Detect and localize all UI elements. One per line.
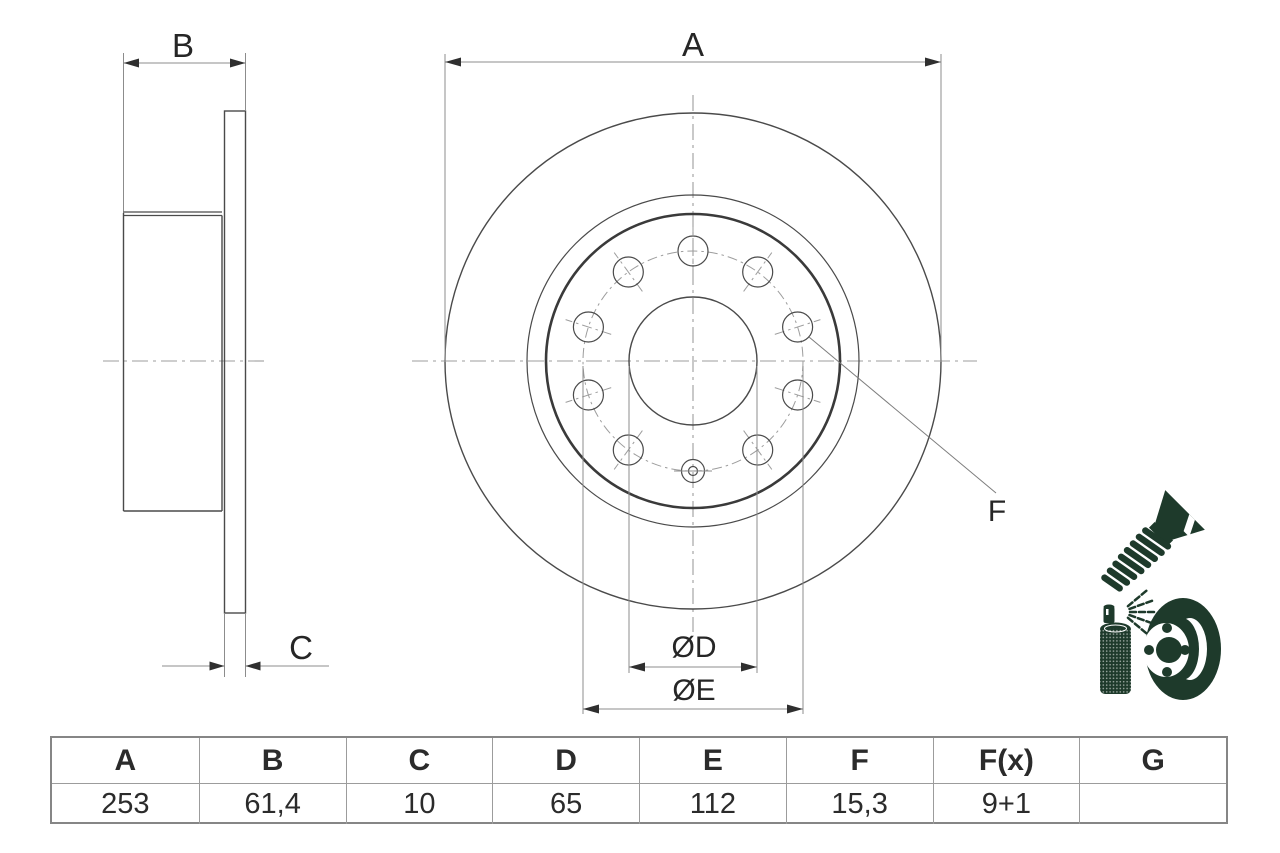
bolt-hole-radial-marks xyxy=(565,227,821,470)
screw-icon xyxy=(1101,490,1205,592)
table-header-Fx: F(x) xyxy=(932,738,1080,783)
table-header-E: E xyxy=(639,738,786,783)
table-value-F: 15,3 xyxy=(785,784,933,824)
spray-mist-icon xyxy=(1126,589,1156,635)
spec-table: A B C D E F F(x) G 253 61,4 10 65 112 15… xyxy=(50,736,1228,824)
disc-plate-section xyxy=(223,110,247,614)
spray-can-hub-icon xyxy=(1100,589,1221,700)
table-value-D: 65 xyxy=(492,784,639,824)
table-value-C: 10 xyxy=(345,784,493,824)
table-header-D: D xyxy=(492,738,639,783)
table-value-A: 253 xyxy=(101,787,150,820)
dimension-B: B xyxy=(123,27,246,68)
dim-label-E: ØE xyxy=(672,674,715,707)
locating-hole xyxy=(674,458,712,484)
leader-line-F xyxy=(808,336,997,494)
dim-label-B: B xyxy=(172,27,194,64)
friction-band-inner-circle xyxy=(526,194,860,528)
hub-icon xyxy=(1143,598,1221,700)
center-bore-circle xyxy=(628,296,758,426)
dimension-A: A xyxy=(444,26,942,362)
dimension-D: ØD xyxy=(628,366,758,673)
dimension-F: F xyxy=(808,336,1006,528)
dimension-C: C xyxy=(162,629,329,671)
spec-table-value-row: 253 61,4 10 65 112 15,3 9+1 xyxy=(52,784,1226,824)
table-header-G: G xyxy=(1079,738,1226,783)
dim-label-D: ØD xyxy=(672,631,717,664)
dimension-E: ØE xyxy=(582,366,804,714)
dim-label-A: A xyxy=(682,26,704,63)
spray-can-icon xyxy=(1100,604,1131,694)
table-header-C: C xyxy=(345,738,493,783)
side-view xyxy=(103,53,267,677)
table-value-E: 112 xyxy=(639,784,786,824)
dim-label-F: F xyxy=(988,495,1006,528)
spec-table-header-row: A B C D E F F(x) G xyxy=(52,738,1226,784)
table-value-G xyxy=(1079,784,1226,824)
table-value-B: 61,4 xyxy=(198,784,346,824)
front-view xyxy=(412,95,977,632)
table-header-F: F xyxy=(785,738,933,783)
table-value-Fx: 9+1 xyxy=(932,784,1080,824)
dim-label-C: C xyxy=(289,629,313,666)
hat-edge-circle xyxy=(544,212,842,510)
table-header-B: B xyxy=(198,738,346,783)
bolt-holes xyxy=(572,235,814,466)
table-header-A: A xyxy=(114,743,137,777)
